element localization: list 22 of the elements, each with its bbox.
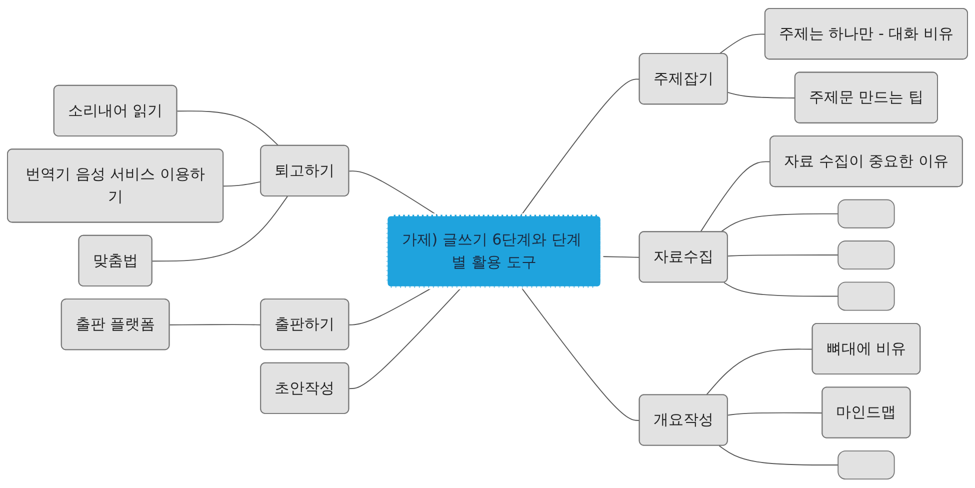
connector — [520, 78, 640, 216]
node-box — [838, 282, 895, 312]
connector — [724, 282, 839, 297]
connector — [348, 288, 462, 390]
node-box — [838, 240, 895, 270]
connector — [727, 92, 796, 99]
connector — [727, 254, 839, 257]
node-box — [838, 450, 895, 480]
connector — [176, 110, 280, 147]
connector — [718, 446, 839, 466]
node-box — [838, 199, 895, 229]
connector — [602, 256, 640, 258]
connector — [718, 34, 766, 55]
connector — [169, 324, 262, 326]
connector — [223, 181, 262, 187]
connector — [700, 161, 771, 233]
connector — [348, 288, 432, 326]
connector — [152, 196, 288, 262]
connector — [706, 348, 814, 396]
connector — [727, 412, 824, 416]
connector — [720, 214, 839, 233]
connector — [521, 288, 640, 422]
